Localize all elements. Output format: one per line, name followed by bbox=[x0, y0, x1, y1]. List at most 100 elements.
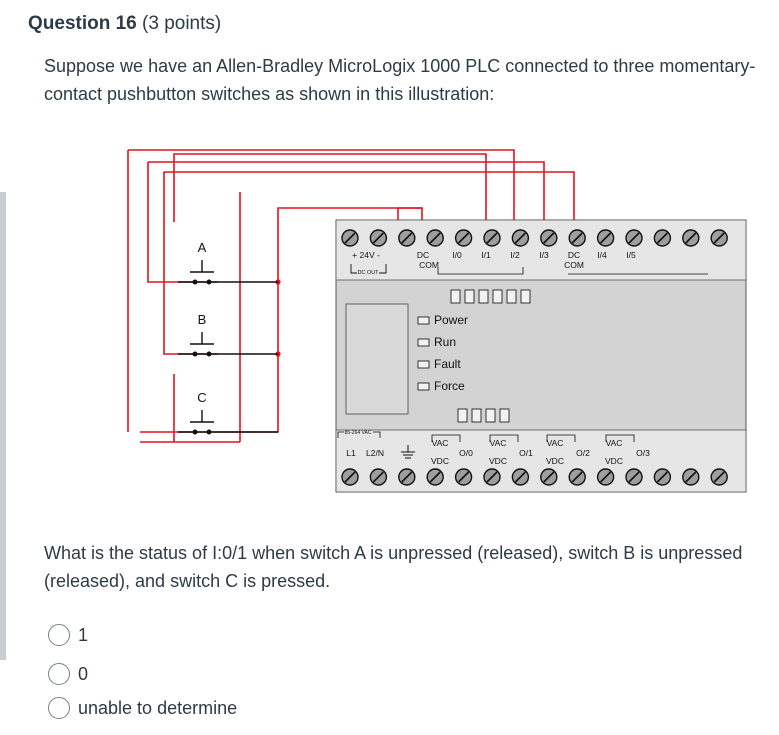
screw-slot bbox=[344, 471, 356, 483]
screw-slot bbox=[543, 232, 555, 244]
radio-button[interactable] bbox=[48, 663, 70, 685]
wire-i2 bbox=[128, 149, 515, 230]
led-output-2 bbox=[485, 408, 496, 423]
plc-panel bbox=[345, 303, 409, 415]
screw-terminal-top-12 bbox=[682, 229, 700, 247]
screw-terminal-bottom-13 bbox=[710, 468, 728, 486]
ac-voltage-label: 85-264 VAC bbox=[345, 430, 372, 436]
switch-label-b: B bbox=[198, 312, 207, 327]
bottom-terminal-label: L2/N bbox=[366, 448, 384, 458]
com-label: COM bbox=[564, 260, 584, 270]
vdc-label: VDC bbox=[605, 456, 623, 466]
pushbutton-switch-b: B bbox=[178, 312, 278, 357]
screw-terminal-bottom-3 bbox=[426, 468, 444, 486]
screw-slot bbox=[458, 232, 470, 244]
top-terminal-label: I/2 bbox=[510, 250, 520, 260]
screw-slot bbox=[429, 471, 441, 483]
led-output-0 bbox=[457, 408, 468, 423]
screw-slot bbox=[656, 471, 668, 483]
screw-terminal-bottom-10 bbox=[625, 468, 643, 486]
led-input-0 bbox=[450, 289, 461, 304]
bottom-terminal-label: O/1 bbox=[519, 448, 533, 458]
screw-slot bbox=[600, 471, 612, 483]
bottom-terminal-label: VAC bbox=[547, 438, 564, 448]
top-terminal-label: I/4 bbox=[597, 250, 607, 260]
screw-slot bbox=[372, 471, 384, 483]
screw-slot bbox=[628, 471, 640, 483]
screw-slot bbox=[344, 232, 356, 244]
screw-terminal-top-3 bbox=[426, 229, 444, 247]
answer-option-0[interactable]: 0 bbox=[48, 659, 308, 689]
screw-terminal-bottom-11 bbox=[653, 468, 672, 486]
vdc-label: VDC bbox=[431, 456, 449, 466]
bottom-terminal-label: VAC bbox=[490, 438, 507, 448]
screw-terminal-bottom-6 bbox=[511, 468, 530, 486]
switch-contact bbox=[206, 351, 212, 357]
ac-bracket bbox=[337, 431, 381, 438]
top-terminal-label: I/3 bbox=[539, 250, 549, 260]
screw-slot bbox=[685, 471, 697, 483]
switch-contact bbox=[192, 429, 198, 435]
dc-out-bracket bbox=[350, 264, 387, 274]
answer-option-unable[interactable]: unable to determine bbox=[48, 693, 308, 723]
question-points: (3 points) bbox=[142, 13, 222, 34]
switch-contact bbox=[206, 279, 212, 285]
indicator-box-force bbox=[417, 382, 430, 391]
indicator-label-fault: Fault bbox=[434, 357, 461, 371]
screw-terminal-bottom-9 bbox=[596, 468, 615, 486]
indicator-label-run: Run bbox=[434, 335, 456, 349]
screw-terminal-top-13 bbox=[710, 229, 728, 247]
screw-slot bbox=[543, 471, 555, 483]
ground-symbol bbox=[401, 445, 415, 459]
screw-slot bbox=[486, 471, 498, 483]
answer-label: 1 bbox=[78, 624, 89, 645]
switch-contact bbox=[192, 351, 198, 357]
radio-button[interactable] bbox=[48, 624, 70, 646]
indicator-box-run bbox=[417, 338, 430, 347]
screw-slot bbox=[514, 471, 526, 483]
radio-button[interactable] bbox=[48, 697, 70, 719]
wire-c-bus bbox=[140, 354, 279, 433]
output-bracket bbox=[431, 434, 461, 442]
screw-terminal-top-8 bbox=[568, 229, 586, 247]
top-terminal-label: I/0 bbox=[452, 250, 462, 260]
screw-terminal-bottom-0 bbox=[341, 468, 359, 486]
screw-slot bbox=[713, 471, 725, 483]
wire-dc-com bbox=[277, 207, 423, 282]
led-input-1 bbox=[464, 289, 475, 304]
screw-slot bbox=[571, 471, 583, 483]
top-terminal-label: I/1 bbox=[481, 250, 491, 260]
indicator-label-force: Force bbox=[434, 379, 465, 393]
screw-terminal-bottom-4 bbox=[454, 468, 473, 486]
screw-terminal-top-10 bbox=[625, 229, 643, 247]
vdc-label: VDC bbox=[489, 456, 507, 466]
screw-terminal-bottom-5 bbox=[483, 468, 501, 486]
top-terminal-label: DC bbox=[568, 250, 580, 260]
screw-slot bbox=[571, 232, 583, 244]
left-scroll-indicator bbox=[0, 192, 6, 660]
bottom-terminal-label: O/0 bbox=[459, 448, 473, 458]
screw-slot bbox=[514, 232, 526, 244]
wire-i3 bbox=[148, 161, 545, 230]
led-output-1 bbox=[471, 408, 482, 423]
led-input-3 bbox=[492, 289, 503, 304]
question-body-text: Suppose we have an Allen-Bradley MicroLo… bbox=[44, 56, 756, 104]
screw-slot bbox=[656, 232, 668, 244]
vdc-label: VDC bbox=[546, 456, 564, 466]
screw-slot bbox=[600, 232, 612, 244]
question-header: Question 16 (3 points) bbox=[28, 13, 221, 35]
screw-terminal-top-2 bbox=[398, 229, 416, 247]
com-bracket-left bbox=[437, 267, 524, 275]
screw-slot bbox=[486, 232, 498, 244]
screw-terminal-top-0 bbox=[341, 229, 359, 247]
screw-terminal-top-4 bbox=[454, 229, 473, 247]
answer-option-1[interactable]: 1 bbox=[48, 620, 308, 650]
output-bracket bbox=[489, 434, 519, 442]
screw-terminal-bottom-2 bbox=[398, 468, 416, 486]
switch-contact bbox=[206, 429, 212, 435]
screw-slot bbox=[685, 232, 697, 244]
com-label: COM bbox=[419, 260, 439, 270]
indicator-box-fault bbox=[417, 360, 430, 369]
screw-terminal-bottom-8 bbox=[568, 468, 586, 486]
question-prompt: What is the status of I:0/1 when switch … bbox=[44, 543, 743, 591]
